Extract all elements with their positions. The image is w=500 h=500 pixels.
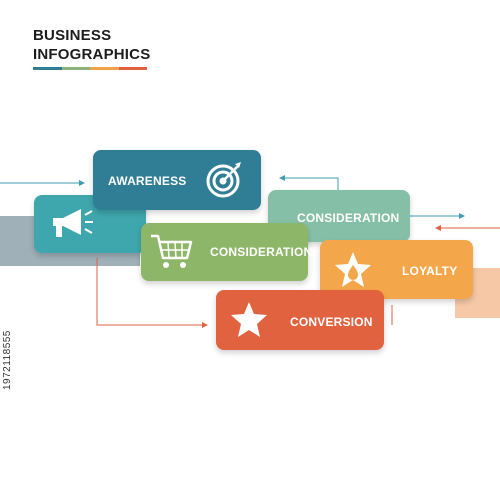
page-title: BUSINESS INFOGRAPHICS: [33, 26, 150, 64]
consideration-card-cart: CONSIDERATION: [141, 223, 312, 281]
title-line-1: BUSINESS: [33, 27, 112, 44]
conversion-card: CONVERSION: [216, 290, 384, 350]
awareness-label: AWARENESS: [108, 174, 187, 188]
star-drop-icon: [335, 252, 371, 287]
arrow-to-conversion: [96, 258, 208, 328]
title-underline: [33, 67, 147, 70]
side-code-text: 1972118555: [2, 330, 13, 390]
shopping-cart-icon: [151, 234, 193, 268]
loyalty-card: LOYALTY: [320, 240, 473, 299]
conversion-label: CONVERSION: [290, 315, 373, 329]
consideration-top-label: CONSIDERATION: [297, 211, 400, 225]
consideration-cart-label: CONSIDERATION: [210, 245, 313, 259]
title-line-2: INFOGRAPHICS: [33, 46, 151, 63]
target-icon: [206, 162, 241, 198]
megaphone-icon: [53, 209, 93, 237]
arrow-consideration-to-awareness: [279, 175, 339, 190]
awareness-card: AWARENESS: [93, 150, 261, 210]
star-icon: [231, 302, 267, 337]
loyalty-label: LOYALTY: [402, 264, 458, 278]
